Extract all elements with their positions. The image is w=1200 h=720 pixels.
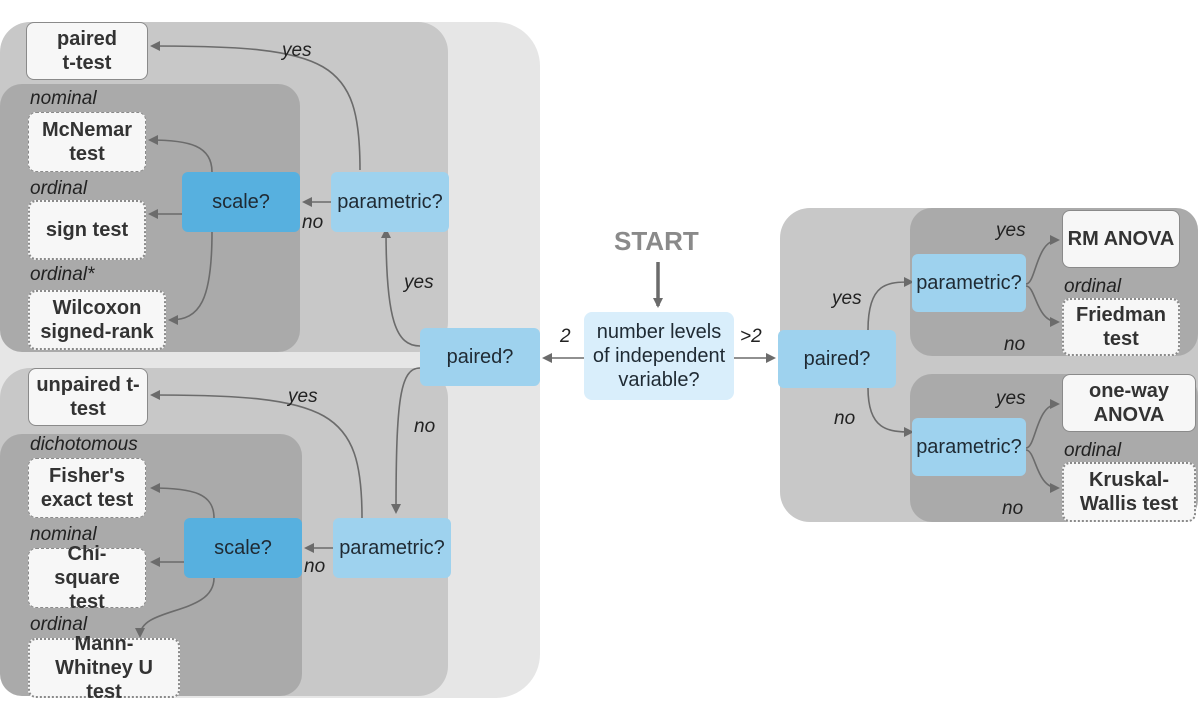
paired-parametric-question-node: parametric?: [331, 172, 449, 232]
right-paired-question-node: paired?: [778, 330, 896, 388]
paired-parametric-yes-label: yes: [282, 40, 312, 61]
unpaired-parametric-no-label: no: [304, 556, 326, 577]
wilcoxon-signed-rank-node: Wilcoxon signed-rank: [28, 290, 166, 350]
unpaired-t-test-node: unpaired t-test: [28, 368, 148, 426]
unpaired-parametric-question-node: parametric?: [333, 518, 451, 578]
arrow-unpaired-scale-dichotomous: [150, 483, 215, 519]
paired-parametric-no-label: no: [302, 212, 324, 233]
right-paired-parametric-question-node: parametric?: [912, 254, 1026, 312]
unpaired-scale-label-3: ordinal: [30, 614, 88, 635]
root-question-node: number levels of independent variable?: [584, 312, 734, 400]
arrow-paired-scale-ordinal-star: [168, 231, 213, 325]
arrow-right-paired-parametric-no: [1025, 285, 1060, 327]
friedman-test-node: Friedman test: [1062, 298, 1180, 356]
branch-two-label: 2: [560, 326, 571, 347]
chi-square-test-node: Chi-square test: [28, 543, 146, 613]
left-paired-no-label: no: [414, 416, 436, 437]
paired-scale-label-3: ordinal*: [30, 264, 95, 285]
arrow-right-unpaired-parametric-no: [1025, 449, 1060, 493]
arrow-paired-parametric-yes: [150, 41, 361, 171]
arrow-left-paired-no: [391, 367, 421, 514]
arrow-unpaired-parametric-yes: [150, 390, 363, 519]
right-unpaired-parametric-yes-label: yes: [996, 388, 1026, 409]
left-paired-yes-label: yes: [404, 272, 434, 293]
right-paired-parametric-yes-label: yes: [996, 220, 1026, 241]
sign-test-node: sign test: [28, 200, 146, 260]
unpaired-scale-label-1: dichotomous: [30, 434, 138, 455]
arrow-right-unpaired-parametric-yes: [1025, 399, 1060, 449]
arrow-paired-scale-nominal: [148, 135, 213, 173]
unpaired-parametric-yes-label: yes: [288, 386, 318, 407]
right-unpaired-nonparametric-scale-label: ordinal: [1064, 440, 1122, 461]
arrow-left-paired-yes: [381, 228, 421, 347]
arrow-right-paired-parametric-yes: [1025, 235, 1060, 285]
paired-scale-question-node: scale?: [182, 172, 300, 232]
branch-many-label: >2: [740, 326, 762, 347]
mcnemar-test-node: McNemar test: [28, 112, 146, 172]
mann-whitney-u-test-node: Mann-Whitney U test: [28, 633, 180, 703]
paired-scale-label-2: ordinal: [30, 178, 88, 199]
paired-scale-label-1: nominal: [30, 88, 97, 109]
arrow-right-paired-no: [867, 387, 914, 437]
right-unpaired-parametric-no-label: no: [1002, 498, 1024, 519]
arrow-right-paired-yes: [867, 277, 914, 331]
right-paired-yes-label: yes: [832, 288, 862, 309]
paired-t-test-node: paired t-test: [26, 22, 148, 80]
kruskal-wallis-test-node: Kruskal-Wallis test: [1062, 462, 1196, 522]
left-paired-question-node: paired?: [420, 328, 540, 386]
right-paired-no-label: no: [834, 408, 856, 429]
unpaired-scale-question-node: scale?: [184, 518, 302, 578]
unpaired-scale-label-2: nominal: [30, 524, 97, 545]
right-paired-parametric-no-label: no: [1004, 334, 1026, 355]
start-label: START: [614, 226, 699, 256]
right-unpaired-parametric-question-node: parametric?: [912, 418, 1026, 476]
one-way-anova-node: one-way ANOVA: [1062, 374, 1196, 432]
rm-anova-node: RM ANOVA: [1062, 210, 1180, 268]
fishers-exact-test-node: Fisher's exact test: [28, 458, 146, 518]
arrow-unpaired-scale-ordinal: [135, 577, 215, 638]
right-paired-nonparametric-scale-label: ordinal: [1064, 276, 1122, 297]
